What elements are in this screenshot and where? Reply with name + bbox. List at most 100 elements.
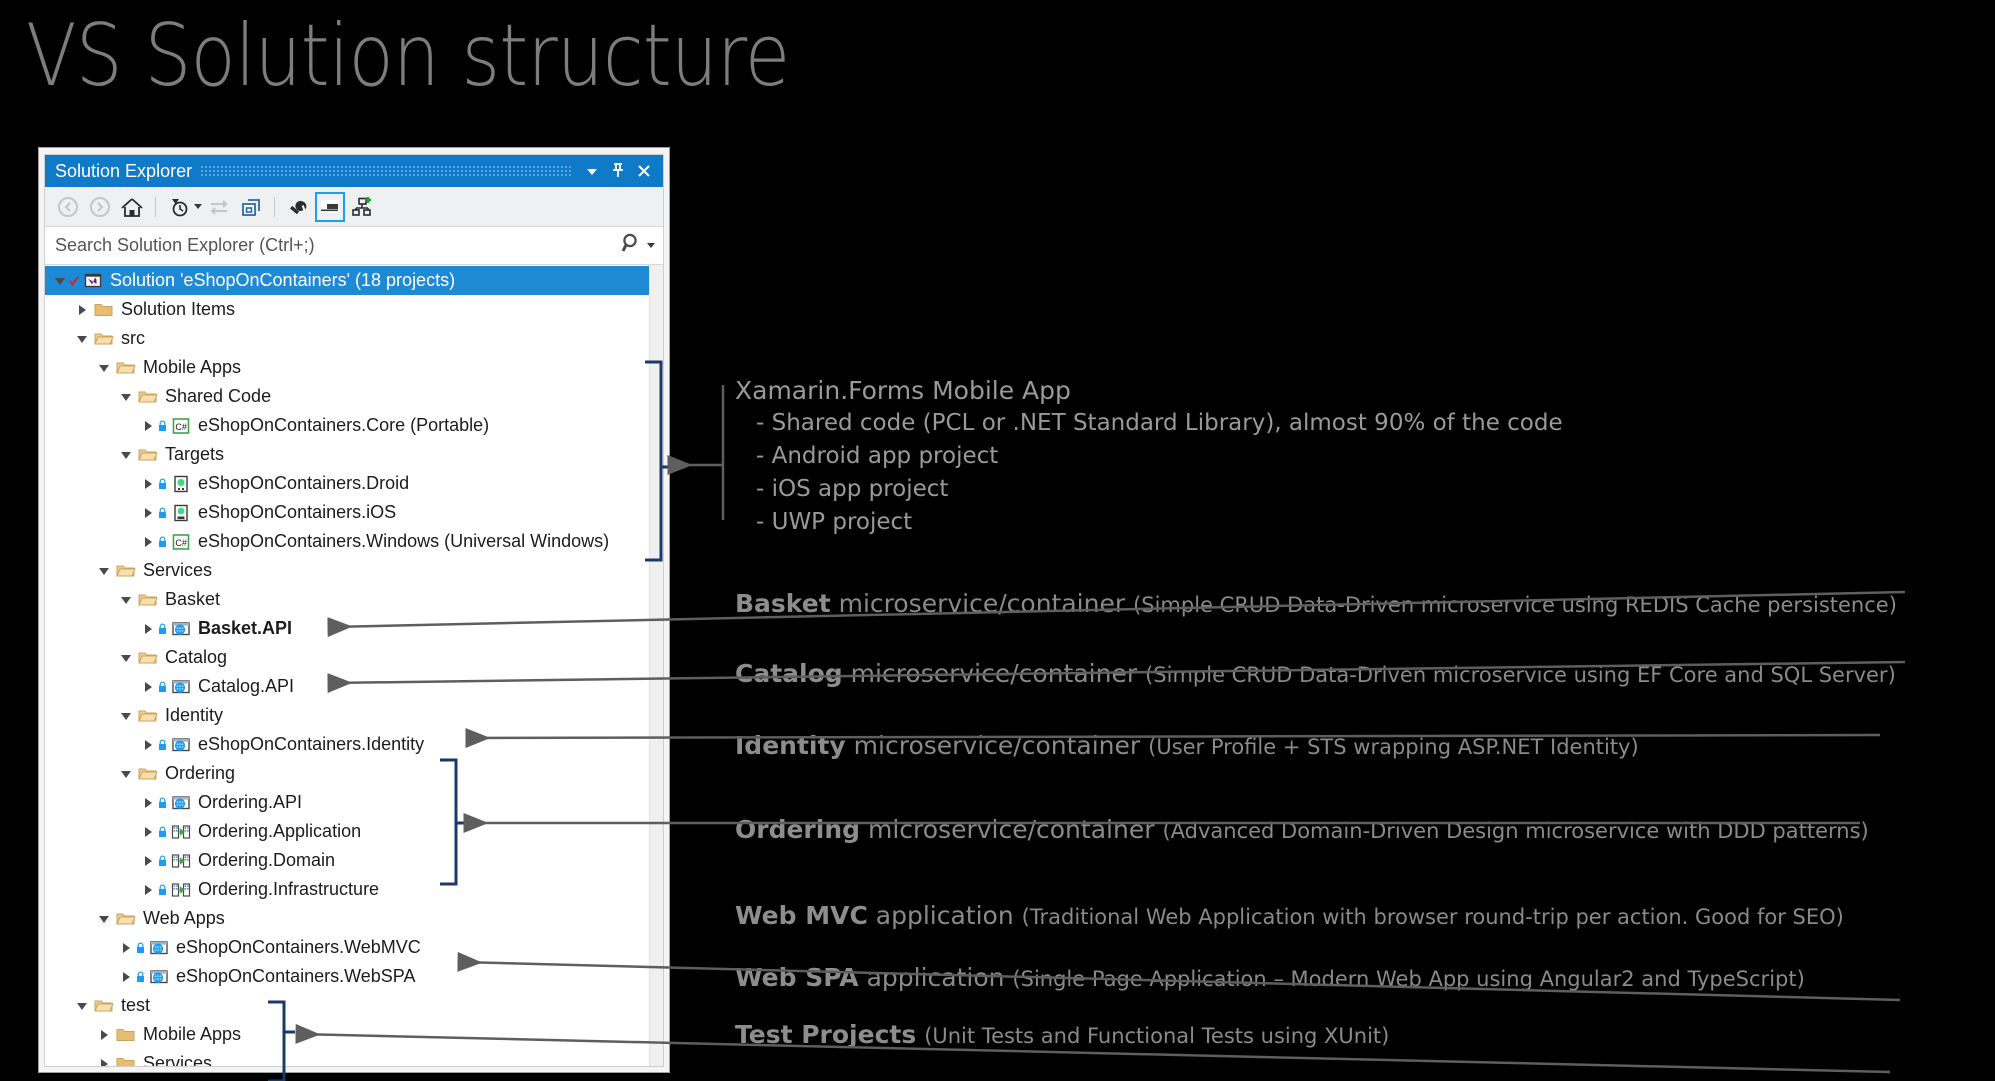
tree-item-targets[interactable]: Targets xyxy=(45,440,663,469)
tree-item-label: Ordering.API xyxy=(198,792,303,812)
tree-item-ordering-domain[interactable]: Ordering.Domain xyxy=(45,846,663,875)
tree-item-catalog[interactable]: Catalog xyxy=(45,643,663,672)
tree-item-catalog-api[interactable]: Catalog.API xyxy=(45,672,663,701)
web-project-icon xyxy=(170,735,192,755)
tree-item-label: Basket xyxy=(165,589,221,609)
triangle-right-icon xyxy=(144,623,152,634)
lock-icon xyxy=(135,971,145,983)
tree-item-eshoponcontainers-webmvc[interactable]: eShopOnContainers.WebMVC xyxy=(45,933,663,962)
triangle-right-icon xyxy=(100,1029,108,1040)
search-icon[interactable] xyxy=(621,232,643,259)
expander-expand-icon[interactable] xyxy=(95,1058,113,1066)
expander-expand-icon[interactable] xyxy=(139,623,157,634)
expander-expand-icon[interactable] xyxy=(95,1029,113,1040)
expander-collapse-icon[interactable] xyxy=(117,769,135,778)
expander-expand-icon[interactable] xyxy=(139,507,157,518)
expander-expand-icon[interactable] xyxy=(139,681,157,692)
home-icon[interactable] xyxy=(117,192,147,222)
lock-icon xyxy=(157,478,167,490)
back-icon[interactable] xyxy=(53,192,83,222)
forward-icon[interactable] xyxy=(85,192,115,222)
expander-expand-icon[interactable] xyxy=(73,304,91,315)
search-options-caret-icon[interactable] xyxy=(647,243,655,248)
expander-collapse-icon[interactable] xyxy=(95,566,113,575)
view-class-diagram-icon[interactable] xyxy=(347,192,377,222)
tree-item-basket-api[interactable]: Basket.API xyxy=(45,614,663,643)
expander-collapse-icon[interactable] xyxy=(51,276,69,285)
expander-collapse-icon[interactable] xyxy=(117,450,135,459)
tree-item-eshoponcontainers-ios[interactable]: eShopOnContainers.iOS xyxy=(45,498,663,527)
triangle-right-icon xyxy=(78,304,86,315)
library-project-icon xyxy=(170,822,192,842)
toolbar-separator-2 xyxy=(274,196,275,217)
show-all-files-icon[interactable] xyxy=(315,191,345,222)
page-title: VS Solution structure xyxy=(26,6,790,106)
tree-item-src[interactable]: src xyxy=(45,324,663,353)
solution-explorer-toolbar xyxy=(45,187,663,227)
expander-collapse-icon[interactable] xyxy=(95,914,113,923)
tree-item-eshoponcontainers-identity[interactable]: eShopOnContainers.Identity xyxy=(45,730,663,759)
pending-changes-filter-icon[interactable] xyxy=(164,192,194,222)
annotation-term: Test Projects xyxy=(735,1020,917,1049)
annotation-line-basket: Basket microservice/container (Simple CR… xyxy=(735,589,1897,618)
expander-collapse-icon[interactable] xyxy=(117,392,135,401)
tree-item-ordering-application[interactable]: Ordering.Application xyxy=(45,817,663,846)
tree-item-ordering-infrastructure[interactable]: Ordering.Infrastructure xyxy=(45,875,663,904)
tree-item-web-apps[interactable]: Web Apps xyxy=(45,904,663,933)
tree-item-label: eShopOnContainers.Core (Portable) xyxy=(198,415,490,435)
solution-tree[interactable]: Solution 'eShopOnContainers' (18 project… xyxy=(45,265,663,1066)
tree-item-mobile-apps[interactable]: Mobile Apps xyxy=(45,353,663,382)
expander-expand-icon[interactable] xyxy=(139,739,157,750)
expander-expand-icon[interactable] xyxy=(139,536,157,547)
filter-dropdown-caret-icon[interactable] xyxy=(194,204,202,209)
expander-collapse-icon[interactable] xyxy=(117,711,135,720)
annotation-line-catalog: Catalog microservice/container (Simple C… xyxy=(735,659,1896,688)
tree-item-solution-eshoponcontainers-18-projects[interactable]: Solution 'eShopOnContainers' (18 project… xyxy=(45,266,663,295)
triangle-down-icon xyxy=(121,452,131,459)
expander-collapse-icon[interactable] xyxy=(117,595,135,604)
tree-item-label: Services xyxy=(143,1053,213,1066)
expander-collapse-icon[interactable] xyxy=(95,363,113,372)
tree-item-solution-items[interactable]: Solution Items xyxy=(45,295,663,324)
tree-item-eshoponcontainers-core-portable[interactable]: C#eShopOnContainers.Core (Portable) xyxy=(45,411,663,440)
annotation-term: Identity xyxy=(735,731,846,760)
expander-collapse-icon[interactable] xyxy=(73,334,91,343)
tree-item-eshoponcontainers-webspa[interactable]: eShopOnContainers.WebSPA xyxy=(45,962,663,991)
properties-icon[interactable] xyxy=(283,192,313,222)
expander-expand-icon[interactable] xyxy=(117,971,135,982)
pin-icon[interactable] xyxy=(605,158,631,184)
search-bar[interactable]: Search Solution Explorer (Ctrl+;) xyxy=(45,227,663,265)
search-input[interactable]: Search Solution Explorer (Ctrl+;) xyxy=(55,235,315,255)
lock-icon xyxy=(157,623,167,635)
tree-item-eshoponcontainers-droid[interactable]: eShopOnContainers.Droid xyxy=(45,469,663,498)
tree-item-shared-code[interactable]: Shared Code xyxy=(45,382,663,411)
tree-item-test[interactable]: test xyxy=(45,991,663,1020)
tree-item-ordering[interactable]: Ordering xyxy=(45,759,663,788)
tree-item-eshoponcontainers-windows-universal-windows[interactable]: C#eShopOnContainers.Windows (Universal W… xyxy=(45,527,663,556)
tree-item-services[interactable]: Services xyxy=(45,556,663,585)
expander-expand-icon[interactable] xyxy=(117,942,135,953)
annotation-line-ordering: Ordering microservice/container (Advance… xyxy=(735,815,1869,844)
expander-expand-icon[interactable] xyxy=(139,420,157,431)
window-menu-dropdown-icon[interactable] xyxy=(579,158,605,184)
tree-item-label: Ordering.Domain xyxy=(198,850,336,870)
expander-expand-icon[interactable] xyxy=(139,797,157,808)
close-icon[interactable] xyxy=(631,158,657,184)
tree-item-ordering-api[interactable]: Ordering.API xyxy=(45,788,663,817)
tree-item-mobile-apps[interactable]: Mobile Apps xyxy=(45,1020,663,1049)
expander-expand-icon[interactable] xyxy=(139,478,157,489)
expander-collapse-icon[interactable] xyxy=(117,653,135,662)
folder-open-icon xyxy=(137,706,159,726)
tree-item-label: eShopOnContainers.Windows (Universal Win… xyxy=(198,531,610,551)
expander-expand-icon[interactable] xyxy=(139,826,157,837)
tree-item-services[interactable]: Services xyxy=(45,1049,663,1066)
annotation-detail: (User Profile + STS wrapping ASP.NET Ide… xyxy=(1148,735,1639,759)
expander-expand-icon[interactable] xyxy=(139,884,157,895)
tree-item-identity[interactable]: Identity xyxy=(45,701,663,730)
tree-scrollbar[interactable] xyxy=(649,265,663,1066)
tree-item-basket[interactable]: Basket xyxy=(45,585,663,614)
collapse-all-icon[interactable] xyxy=(236,192,266,222)
expander-collapse-icon[interactable] xyxy=(73,1001,91,1010)
sync-with-active-document-icon[interactable] xyxy=(204,192,234,222)
expander-expand-icon[interactable] xyxy=(139,855,157,866)
